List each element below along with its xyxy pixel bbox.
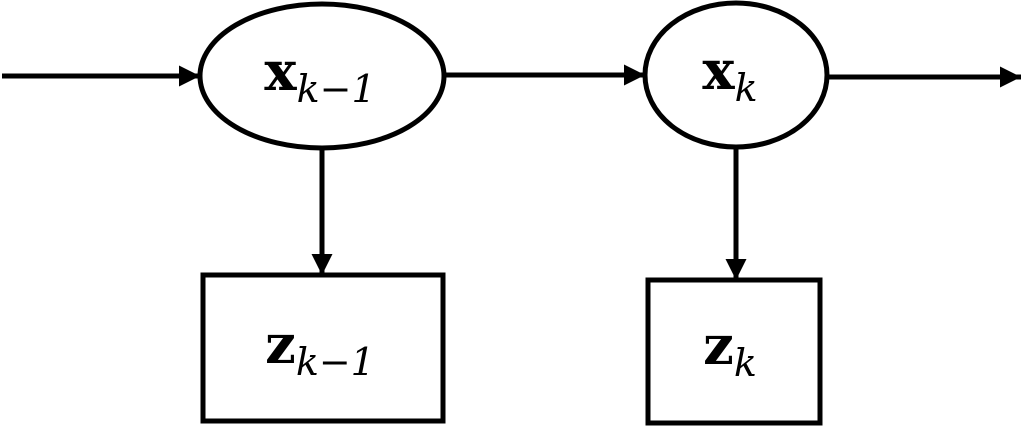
obs-prev-label-main: z [265, 312, 296, 376]
state-prev-label: xk−1 [264, 39, 375, 111]
state-curr-label-main: x [702, 38, 735, 102]
state-curr-label: xk [702, 38, 757, 110]
obs-curr-label-sub: k [734, 341, 757, 385]
obs-curr-label: zk [703, 313, 757, 385]
obs-prev-label-sub: k−1 [296, 340, 375, 384]
state-prev-label-sub: k−1 [297, 67, 376, 111]
obs-prev-node [200, 272, 446, 424]
state-curr-label-sub: k [735, 66, 758, 110]
obs-prev-label: zk−1 [265, 312, 375, 384]
state-prev-label-main: x [264, 39, 297, 103]
obs-curr-label-main: z [703, 313, 734, 377]
state-curr-node [642, 0, 830, 150]
state-prev-node [197, 1, 447, 151]
obs-curr-node [645, 277, 823, 426]
